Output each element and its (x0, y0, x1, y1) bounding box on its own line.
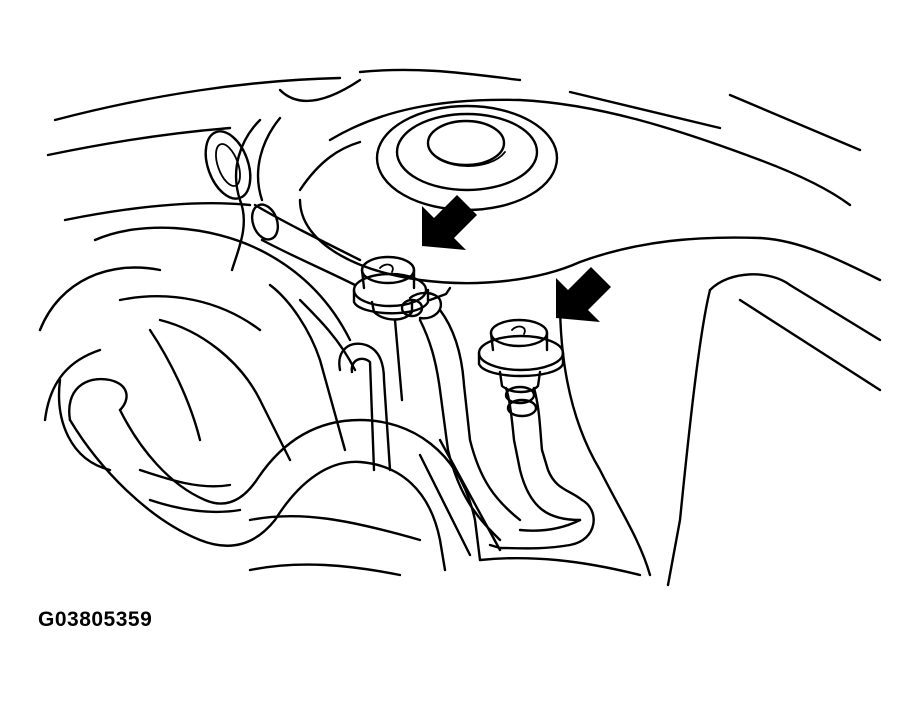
mounting-bracket (338, 342, 392, 472)
fuel-hose-lower-right (488, 385, 595, 550)
coolant-hose-lower (68, 377, 482, 572)
hose-clip (400, 286, 452, 320)
fuel-pressure-pulsation-damper-1 (352, 255, 430, 321)
arrow-lower (556, 267, 611, 322)
fuel-rail (250, 203, 362, 452)
figure-id-label: G03805359 (38, 608, 153, 631)
fuel-pressure-pulsation-damper-2 (477, 318, 565, 394)
body-panel-lines (46, 68, 862, 207)
air-intake-duct (38, 226, 352, 472)
lower-frame-lines (138, 438, 642, 577)
wire-harness (63, 78, 362, 272)
fuel-hose-middle (393, 308, 522, 542)
strut-tower-cap (375, 104, 559, 212)
arrow-upper (422, 195, 477, 250)
